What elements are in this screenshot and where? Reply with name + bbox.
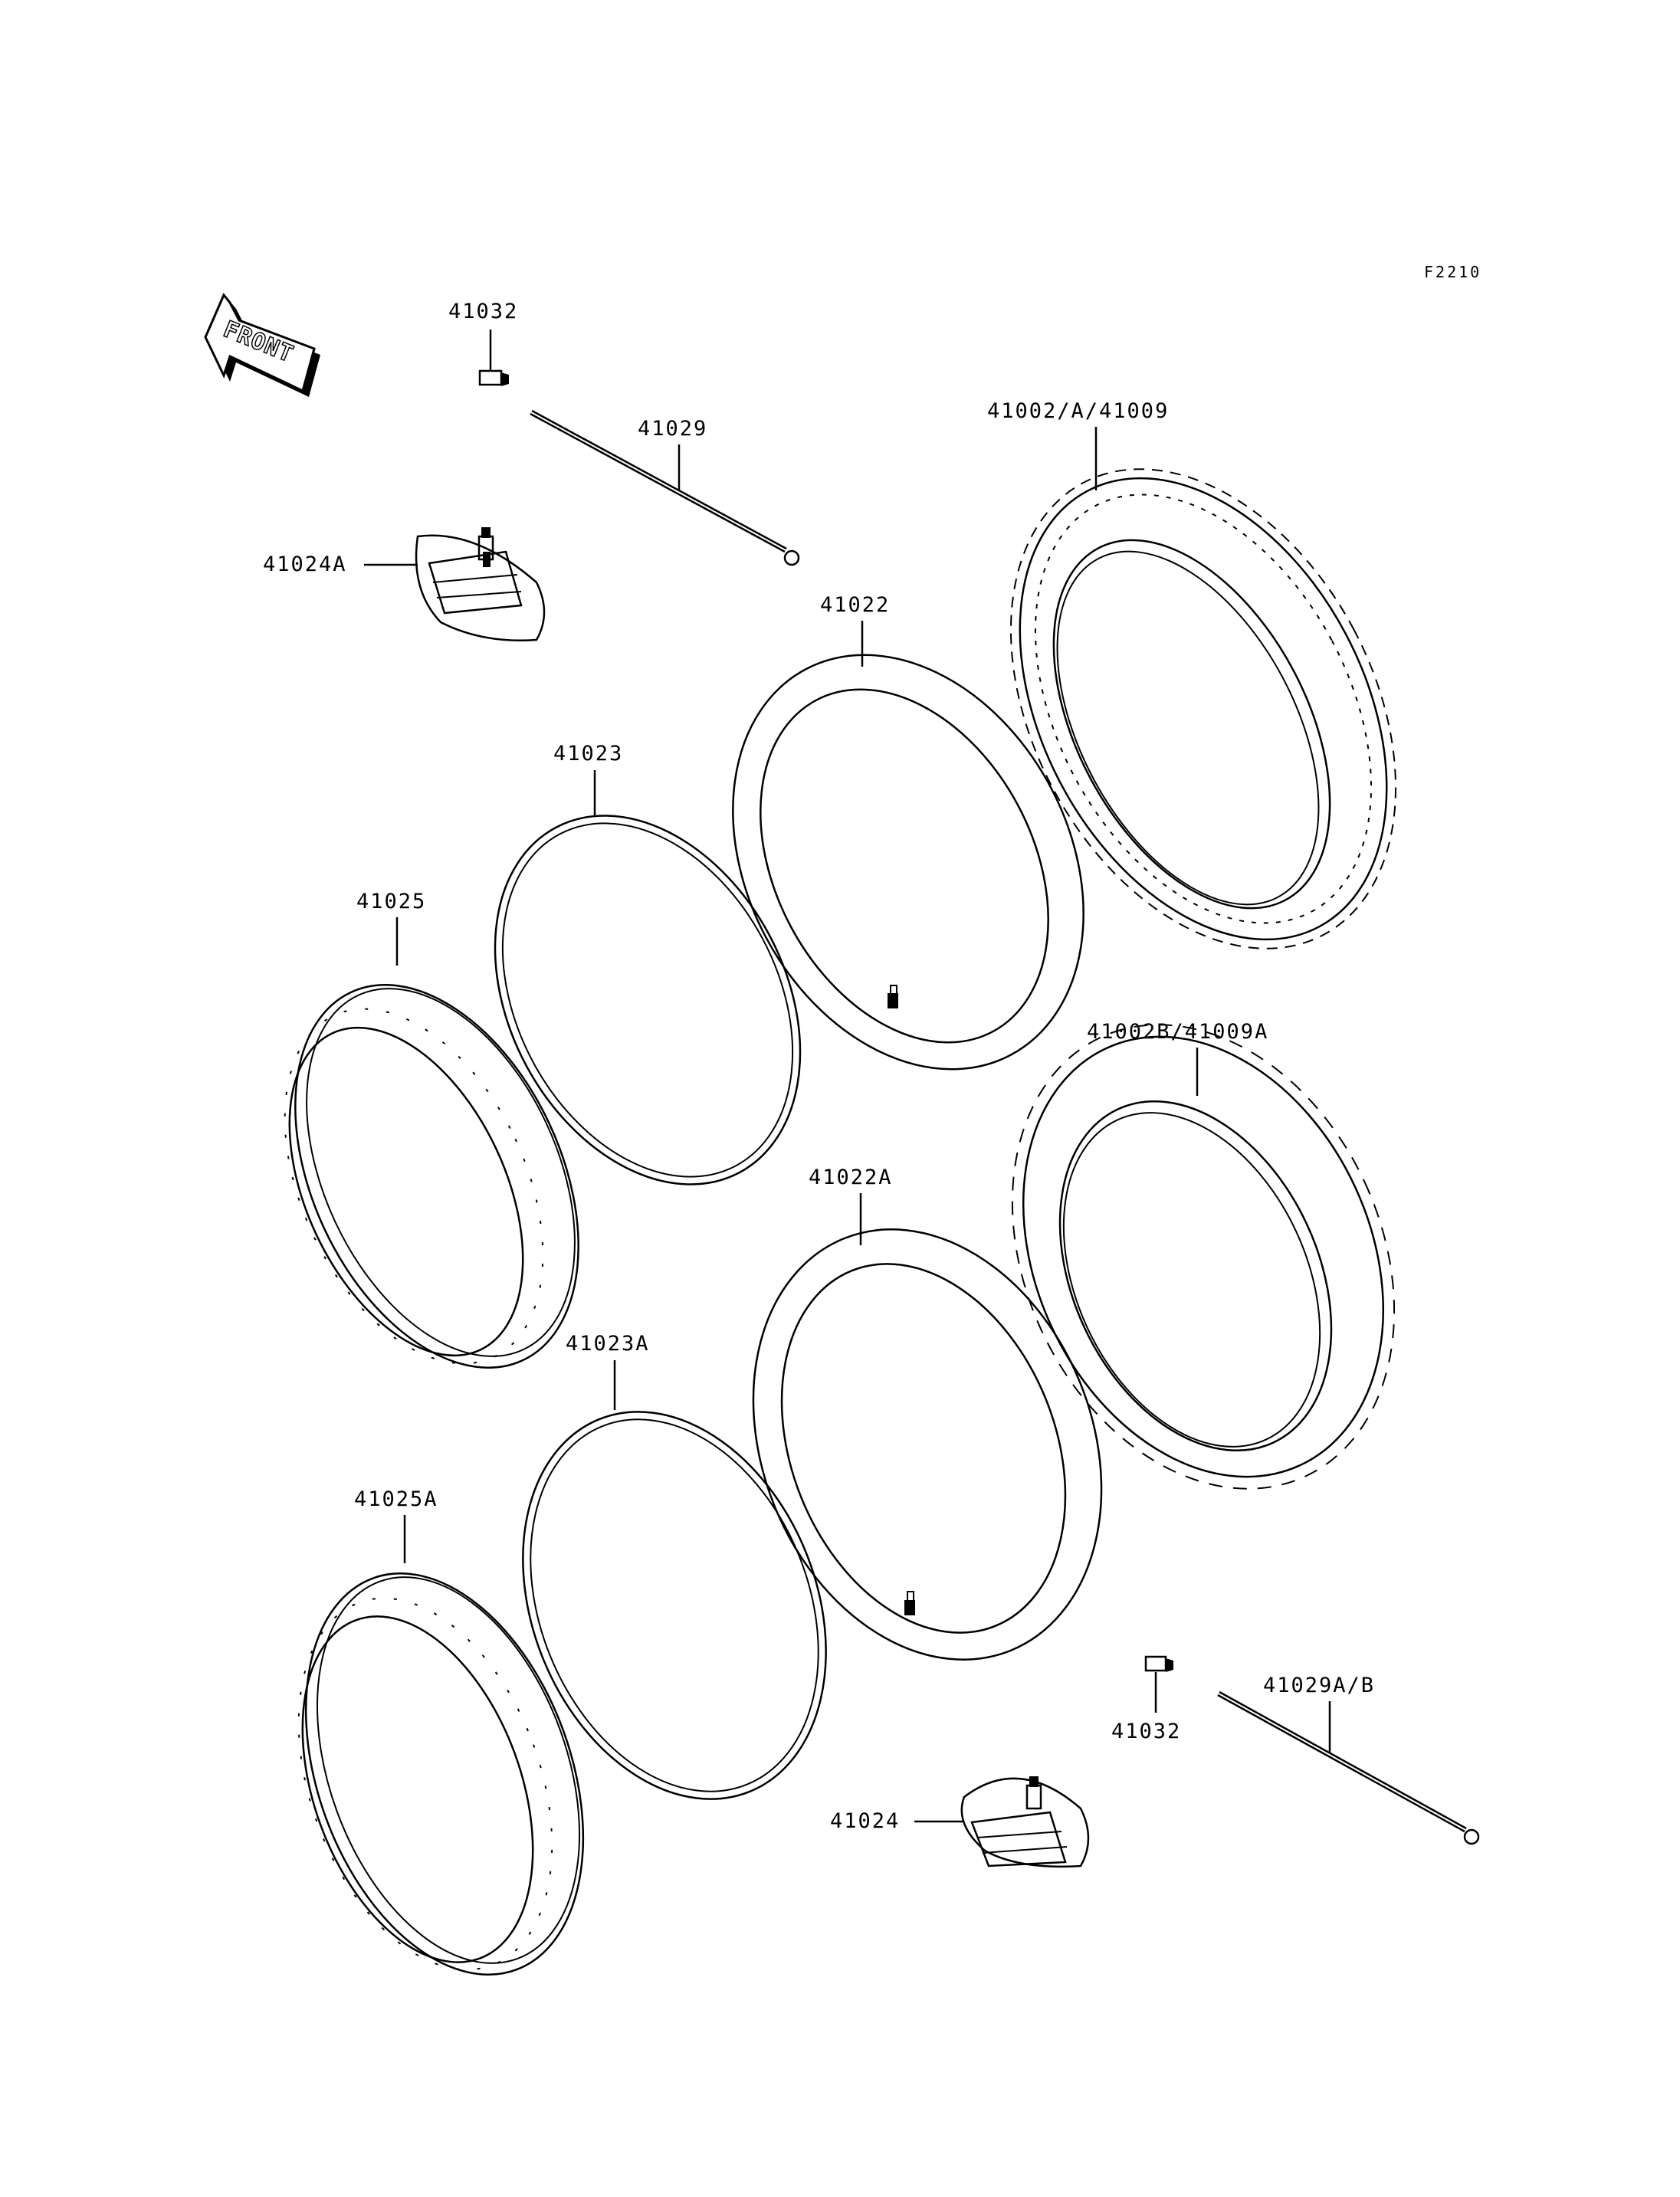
label-tube-front: 41022: [820, 593, 890, 617]
label-valve-cap-bottom: 41032: [1111, 1720, 1181, 1743]
tire-front: 41002/A/41009: [987, 399, 1397, 949]
label-rim-front: 41025: [356, 890, 426, 913]
label-tube-rear: 41022A: [809, 1166, 893, 1189]
rim-band-rear: 41023A: [522, 1332, 827, 1800]
rim-lock-a: 41024A: [263, 527, 546, 641]
valve-cap-top: 41032: [448, 300, 518, 386]
rim-front: 41025: [284, 890, 579, 1369]
label-rim-lock-a: 41024A: [263, 553, 347, 576]
tube-front: 41022: [732, 593, 1084, 1071]
rim-band-front: 41023: [494, 742, 802, 1185]
label-tire-front: 41002/A/41009: [987, 399, 1169, 423]
tire-rear: 41002B/41009A: [1011, 1020, 1396, 1490]
label-rim-rear: 41025A: [354, 1487, 438, 1511]
rim-rear: 41025A: [297, 1487, 585, 1976]
spoke-rear: 41029A/B: [1217, 1674, 1480, 1845]
label-spoke-rear: 41029A/B: [1263, 1674, 1375, 1697]
valve-cap-bottom: 41032: [1111, 1655, 1181, 1743]
label-valve-cap-top: 41032: [448, 300, 518, 323]
label-rim-band-front: 41023: [553, 742, 623, 766]
tube-rear: 41022A: [752, 1166, 1103, 1661]
label-rim-band-rear: 41023A: [566, 1332, 650, 1356]
spoke-front: 41029: [530, 409, 800, 566]
label-rim-lock: 41024: [830, 1809, 900, 1833]
figure-code: F2210: [1424, 263, 1481, 281]
rim-lock: 41024: [830, 1776, 1090, 1868]
front-arrow-icon: FRONT: [204, 293, 320, 397]
label-spoke-front: 41029: [638, 417, 707, 441]
